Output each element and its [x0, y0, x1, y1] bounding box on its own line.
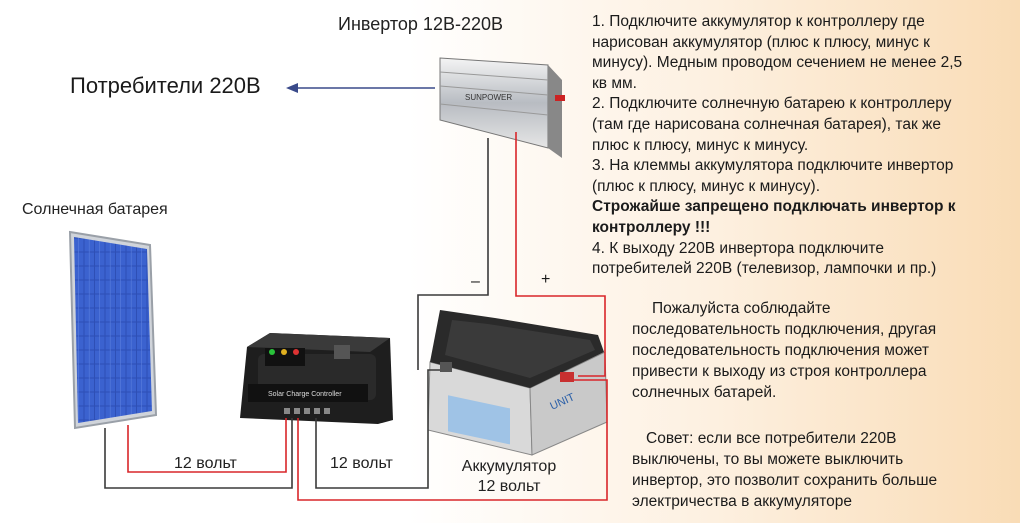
instruction-4: 4. К выходу 220В инвертора подключите по… [592, 239, 937, 278]
controller-brand: Solar Charge Controller [268, 391, 342, 398]
plus-sign: + [541, 271, 551, 288]
inverter-brand: SUNPOWER [465, 93, 512, 102]
warning-text: Строжайше запрещено подключать инвертор … [592, 198, 956, 236]
solar-panel [68, 230, 158, 430]
solar-panel-label: Солнечная батарея [22, 201, 168, 218]
instruction-1: 1. Подключите аккумулятор к контроллеру … [592, 13, 963, 92]
consumers-arrow [286, 83, 435, 93]
instructions-block: 1. Подключите аккумулятор к контроллеру … [592, 12, 972, 280]
red-wires [127, 132, 608, 501]
inverter: SUNPOWER [439, 57, 565, 158]
note-tip: Совет: если все потребители 220В выключе… [632, 430, 938, 510]
volt-label-mid: 12 вольт [330, 455, 393, 472]
instruction-3: 3. На клеммы аккумулятора подключите инв… [592, 157, 954, 195]
charge-controller: Solar Charge Controller [240, 333, 393, 424]
instruction-2: 2. Подключите солнечную батарею к контро… [592, 95, 952, 154]
black-wires [104, 138, 489, 489]
battery-label-line2: 12 вольт [477, 478, 541, 495]
inverter-label: Инвертор 12В-220В [338, 14, 503, 34]
battery: UNIT [427, 310, 608, 456]
minus-sign: – [471, 273, 480, 290]
volt-label-left: 12 вольт [174, 455, 237, 472]
consumers-label: Потребители 220В [70, 73, 261, 98]
battery-label-line1: Аккумулятор [461, 458, 557, 475]
note-order: Пожалуйста соблюдайте последовательность… [632, 300, 937, 401]
